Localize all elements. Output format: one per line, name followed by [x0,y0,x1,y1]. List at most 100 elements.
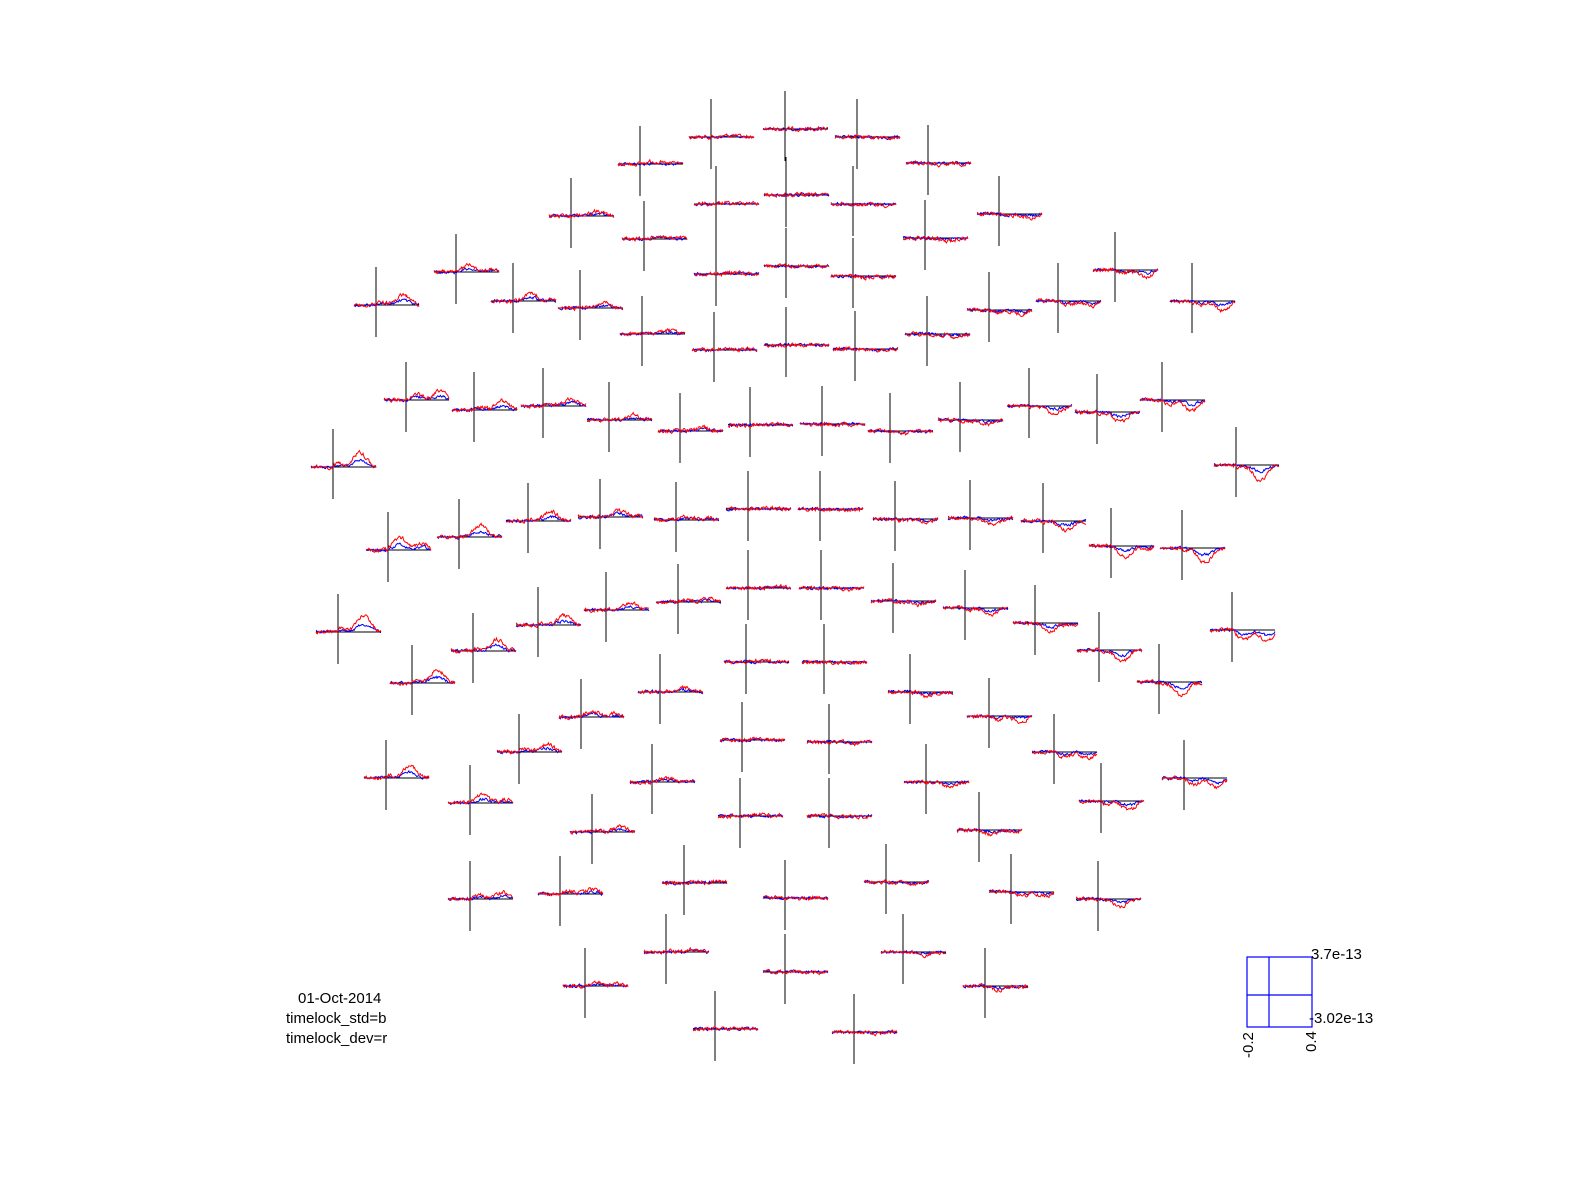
channel-trace-dev [966,713,1033,724]
channel-plot [657,393,724,463]
channel-trace-dev [365,535,432,553]
channel-plot [962,948,1029,1018]
channel-trace-dev [383,388,450,403]
channel-trace-dev [389,669,456,687]
scale-ymin-label: -3.02e-13 [1309,1010,1373,1027]
channel-trace-dev [762,894,829,901]
channel-plot [830,166,897,236]
channel-plot [619,296,686,366]
channel-trace-dev [621,234,688,243]
channel-plot [902,200,969,270]
comment-std: timelock_std=b [286,1010,386,1027]
channel-trace-dev [433,262,500,275]
channel-plot [763,307,830,377]
channel-plot [569,794,636,864]
channel-trace-dev [762,125,829,133]
channel-plot [353,267,420,337]
channel-trace-dev [490,291,557,305]
channel-trace-dev [653,514,720,523]
channel-plot [834,99,901,169]
channel-plot [966,272,1033,342]
channel-trace-std [1074,409,1141,419]
channel-plot [629,744,696,814]
channel-trace-std [834,134,901,141]
channel-trace-std [962,984,1029,991]
channel-trace-dev [947,515,1014,527]
channel-plot [1092,232,1159,302]
channel-plot [617,126,684,196]
channel-plot [433,234,500,304]
channel-plot [562,948,629,1018]
channel-plot [976,176,1043,246]
channel-plot [577,479,644,549]
channel-trace-dev [863,879,930,887]
channel-plot [725,550,792,620]
channel-plot [621,201,688,271]
channel-trace-dev [1139,397,1206,413]
channel-plot [436,499,503,569]
channel-plot [1076,612,1143,682]
channel-plot [365,512,432,582]
channel-plot [691,312,758,382]
channel-trace-std [655,598,722,604]
channel-plot [496,714,563,784]
scale-xmin-label: -0.2 [1240,1032,1257,1058]
channel-plot [763,228,830,298]
channel-trace-dev [557,300,624,312]
channel-trace-std [558,711,625,720]
channel-trace-std [880,949,947,956]
channel-trace-dev [447,889,514,902]
channel-plot [661,845,728,915]
channel-plot [1161,740,1228,810]
channel-trace-dev [496,741,563,755]
channel-trace-dev [583,601,650,614]
channel-plot [723,624,790,694]
channel-trace-dev [904,331,971,340]
channel-plot [831,994,898,1064]
channel-trace-dev [1012,620,1079,634]
channel-trace-dev [315,614,382,635]
channel-plot [806,704,873,774]
channel-trace-dev [1020,517,1087,533]
channel-plot [515,587,582,657]
channel-trace-dev [1213,462,1280,483]
channel-trace-dev [643,946,709,955]
channel-plot [806,778,873,848]
channel-trace-dev [830,201,897,209]
channel-trace-std [723,658,790,665]
channel-trace-dev [956,827,1023,837]
channel-plot [586,382,653,452]
channel-plot [315,594,382,664]
channel-plot [870,563,937,633]
comment-date: 01-Oct-2014 [298,990,381,1007]
channel-trace-dev [562,980,629,990]
channel-trace-dev [520,396,587,409]
channel-plot [801,624,868,694]
channel-plot [956,792,1023,862]
channel-plot [725,471,792,541]
channel-trace-dev [655,596,722,605]
channel-trace-dev [870,597,937,608]
channel-plot [799,386,866,456]
channel-plot [363,740,430,810]
channel-trace-dev [450,636,517,654]
channel-plots [310,91,1280,1064]
channel-plot [903,744,970,814]
channel-plot [450,613,517,683]
channel-trace-dev [1169,299,1236,314]
channel-trace-std [617,161,684,167]
channel-plot [798,550,865,620]
channel-plot [643,914,710,984]
channel-plot [520,368,587,438]
channel-plot [832,311,899,381]
channel-plot [548,178,615,248]
channel-trace-dev [867,428,934,436]
channel-plot [447,765,514,835]
channel-plot [557,270,624,340]
channel-trace-dev [693,200,759,207]
channel-plot [637,654,704,724]
channel-trace-std [447,894,514,902]
comment-dev: timelock_dev=r [286,1030,387,1047]
channel-trace-dev [451,398,518,413]
channel-trace-dev [872,516,939,525]
